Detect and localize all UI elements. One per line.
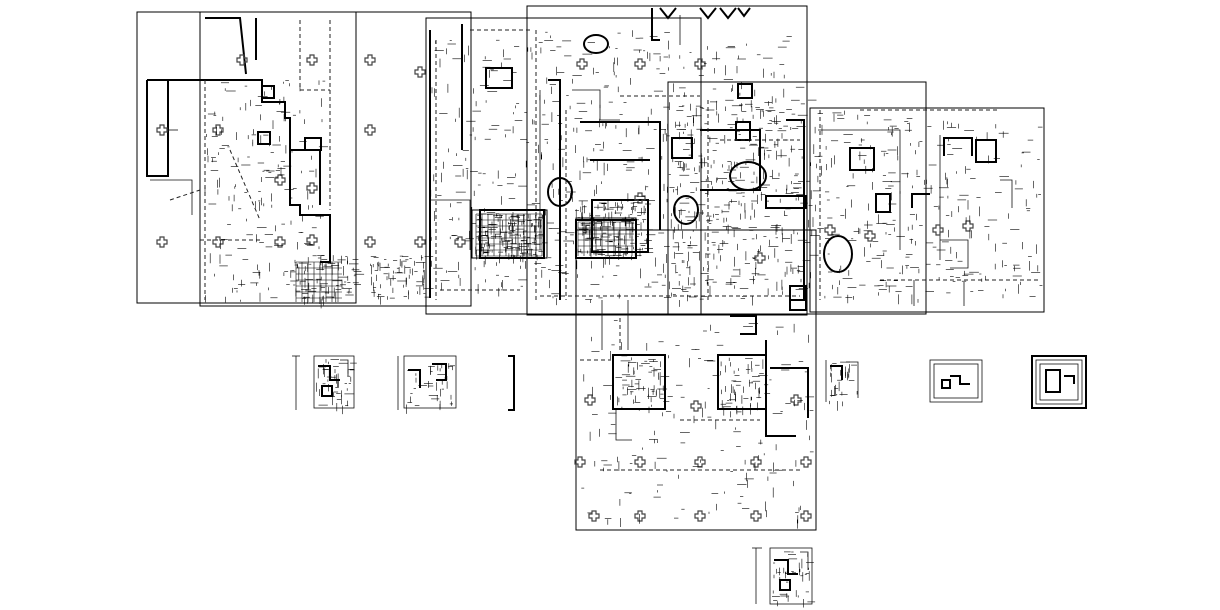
column-marker — [306, 54, 318, 66]
detail-plan-7 — [752, 547, 813, 605]
column-marker — [634, 58, 646, 70]
column-markers — [156, 54, 974, 522]
sheet-frame-4 — [526, 5, 808, 316]
column-marker — [800, 456, 812, 468]
column-marker — [414, 66, 426, 78]
detail-plan-6 — [1031, 355, 1087, 409]
column-marker — [864, 230, 876, 242]
column-marker — [588, 510, 600, 522]
column-marker — [754, 252, 766, 264]
walls — [146, 8, 1013, 441]
column-marker — [156, 236, 168, 248]
column-marker — [454, 236, 466, 248]
sheet-frame-5 — [667, 81, 927, 315]
column-marker — [800, 510, 812, 522]
sheet-frame-7 — [575, 229, 817, 531]
column-marker — [932, 224, 944, 236]
detail-plan-2 — [397, 355, 457, 410]
column-marker — [790, 394, 802, 406]
column-marker — [694, 456, 706, 468]
column-marker — [364, 124, 376, 136]
column-marker — [306, 182, 318, 194]
column-marker — [634, 192, 646, 204]
dense-details — [204, 30, 1043, 608]
column-marker — [750, 510, 762, 522]
dashed-lines — [169, 20, 1040, 471]
detail-plan-1 — [292, 355, 355, 410]
column-marker — [634, 510, 646, 522]
sheet-frames — [136, 5, 1045, 531]
column-marker — [634, 456, 646, 468]
sheet-frame-1 — [136, 11, 357, 304]
column-marker — [584, 394, 596, 406]
sheet-frame-6 — [809, 107, 1045, 313]
column-marker — [212, 124, 224, 136]
detail-plan-3 — [508, 355, 515, 411]
column-marker — [962, 220, 974, 232]
column-marker — [694, 58, 706, 70]
column-marker — [690, 400, 702, 412]
column-marker — [364, 236, 376, 248]
column-marker — [574, 456, 586, 468]
column-marker — [364, 54, 376, 66]
top-notches — [659, 7, 751, 20]
sheet-frame-3 — [425, 17, 702, 315]
column-marker — [274, 236, 286, 248]
column-marker — [236, 54, 248, 66]
column-marker — [576, 58, 588, 70]
detail-plan-5 — [929, 359, 983, 403]
detail-plan-4 — [825, 360, 859, 402]
detail-plans — [292, 355, 1087, 605]
sheet-frame-2 — [199, 11, 472, 307]
column-marker — [824, 224, 836, 236]
column-marker — [694, 510, 706, 522]
column-marker — [306, 234, 318, 246]
column-marker — [212, 236, 224, 248]
column-marker — [274, 174, 286, 186]
column-marker — [750, 456, 762, 468]
column-marker — [414, 236, 426, 248]
column-marker — [156, 124, 168, 136]
